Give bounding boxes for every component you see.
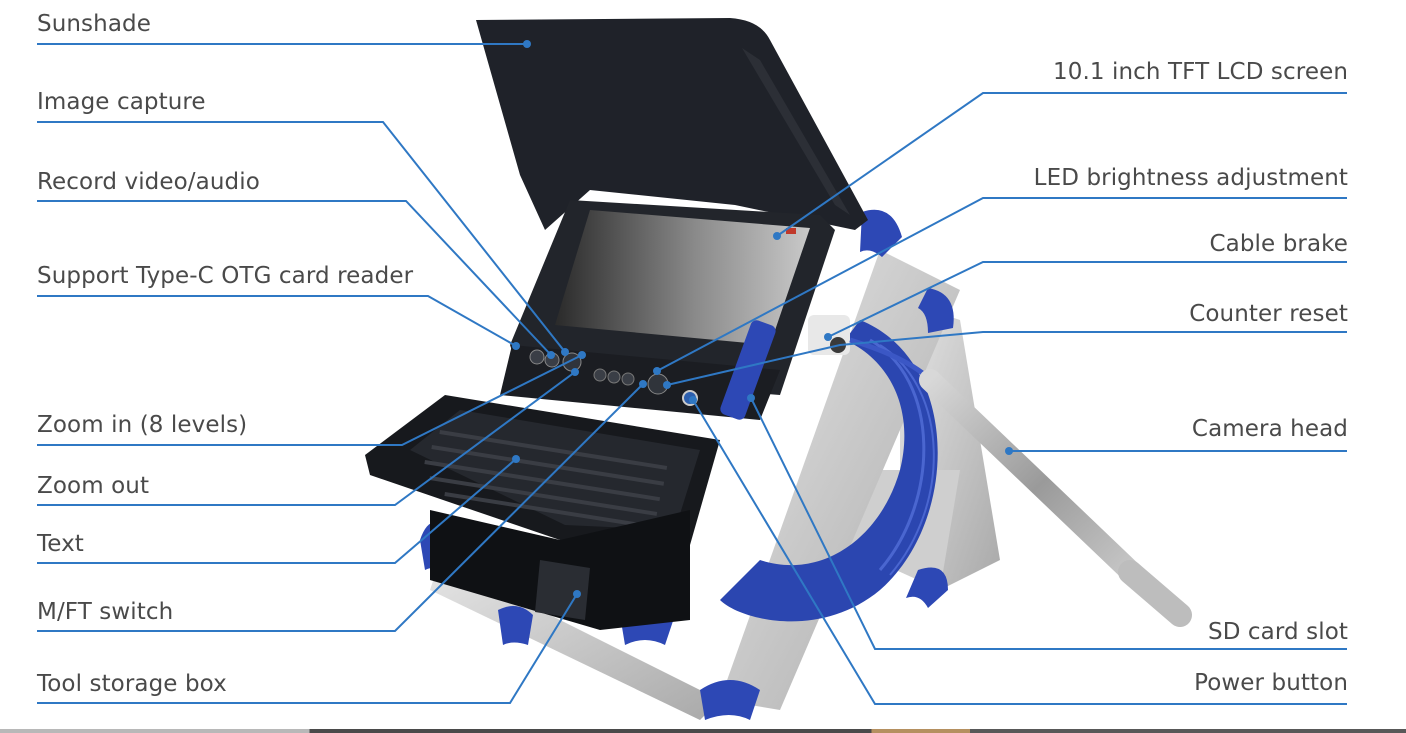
leader-cable-brake [827,261,1347,338]
leader-record-video [37,200,552,356]
label-mft-switch: M/FT switch [37,599,174,625]
side-handle [720,320,776,420]
label-tool-storage-box: Tool storage box [37,671,227,697]
leader-tool-storage [37,593,578,704]
leader-lcd-screen [776,92,1347,237]
leader-power-button [692,399,1347,705]
label-lcd-screen: 10.1 inch TFT LCD screen [1052,59,1348,85]
label-counter-reset: Counter reset [1189,301,1348,327]
label-sd-card-slot: SD card slot [1208,619,1348,645]
cable-reel [720,320,938,622]
leader-zoom-in [37,354,583,446]
sunshade [476,18,868,230]
leader-text [37,458,517,564]
leader-mft-switch [37,383,644,632]
label-zoom-in: Zoom in (8 levels) [37,412,248,438]
callout-lines [37,43,1347,705]
label-led-brightness: LED brightness adjustment [1033,165,1348,191]
label-zoom-out: Zoom out [37,473,150,499]
leader-led-brightness [656,197,1347,372]
label-power-button: Power button [1194,670,1348,696]
label-cable-brake: Cable brake [1209,231,1348,257]
callout-dots [512,40,1013,598]
leader-type-c-otg [37,295,517,347]
tool-storage-box [430,510,690,630]
lcd-screen [555,210,810,345]
label-image-capture: Image capture [37,89,206,115]
label-camera-head: Camera head [1191,416,1348,442]
leader-counter-reset [666,331,1347,386]
label-record-video-audio: Record video/audio [37,169,260,195]
label-text: Text [37,531,84,557]
leader-image-capture [37,121,566,353]
leader-sd-card [750,397,1347,650]
leader-zoom-out [37,371,576,506]
bottom-edge-strip [0,729,1406,733]
label-type-c-otg: Support Type-C OTG card reader [37,263,414,289]
label-sunshade: Sunshade [37,11,151,37]
